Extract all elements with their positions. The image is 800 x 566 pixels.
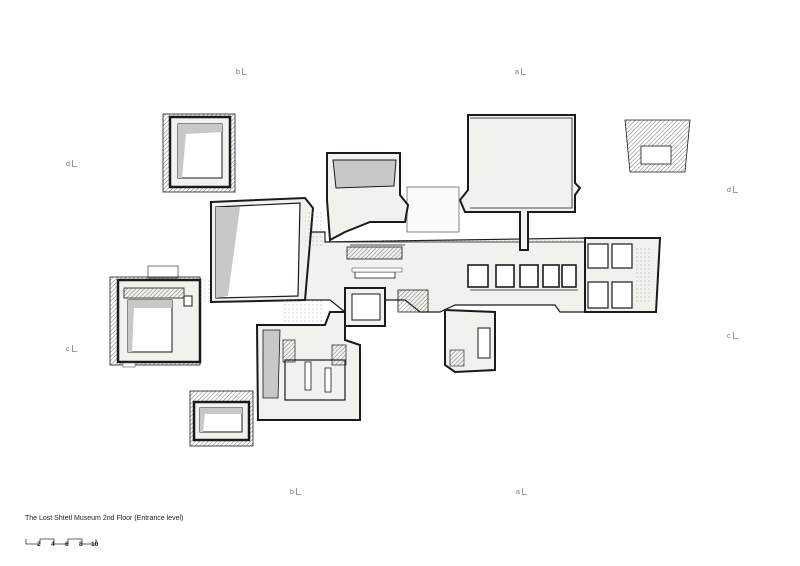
scale-label: 8	[79, 541, 83, 548]
courtyard-void	[406, 186, 460, 233]
gallery-north-east	[458, 114, 582, 251]
section-arrow-icon	[295, 488, 301, 495]
section-mark-a-bottom: a	[516, 488, 527, 497]
section-mark-d-right: d	[727, 186, 738, 195]
scale-bar-labels: 2 4 6 8 10	[25, 541, 105, 551]
section-mark-a-top: a	[515, 68, 526, 77]
section-arrow-icon	[521, 488, 527, 495]
scale-bar-ruler	[25, 538, 97, 545]
gallery-north	[326, 152, 410, 260]
gallery-south	[444, 308, 496, 374]
section-label: d	[727, 187, 731, 194]
tower-west	[109, 265, 212, 368]
section-arrow-icon	[241, 68, 247, 75]
section-label: d	[66, 161, 70, 168]
scale-label: 4	[51, 541, 55, 548]
section-arrow-icon	[732, 186, 738, 193]
section-arrow-icon	[520, 68, 526, 75]
section-mark-d-left: d	[66, 160, 77, 169]
section-arrow-icon	[71, 345, 77, 352]
plan-caption: The Lost Shtetl Museum 2nd Floor (Entran…	[25, 515, 184, 522]
scale-label: 10	[91, 541, 99, 548]
stair-core	[344, 271, 429, 327]
gallery-south-west	[255, 300, 361, 421]
section-label: b	[236, 69, 240, 76]
section-mark-b-top: b	[236, 68, 247, 77]
section-arrow-icon	[71, 160, 77, 167]
scale-bar: 2 4 6 8 10	[25, 533, 105, 555]
section-mark-b-bottom: b	[290, 488, 301, 497]
section-label: a	[516, 489, 520, 496]
roof-element-north-east	[624, 119, 691, 173]
section-arrow-icon	[732, 332, 738, 339]
gallery-west	[210, 196, 323, 304]
display-cases	[351, 264, 578, 291]
section-mark-c-right: c	[727, 332, 738, 341]
section-label: b	[290, 489, 294, 496]
section-mark-c-left: c	[66, 345, 77, 354]
scale-label: 2	[37, 541, 41, 548]
service-block-east	[584, 237, 662, 313]
tower-south-west	[189, 390, 254, 447]
section-label: c	[66, 346, 70, 353]
section-label: c	[727, 333, 731, 340]
tower-north-west	[162, 113, 236, 193]
section-label: a	[515, 69, 519, 76]
scale-label: 6	[65, 541, 69, 548]
